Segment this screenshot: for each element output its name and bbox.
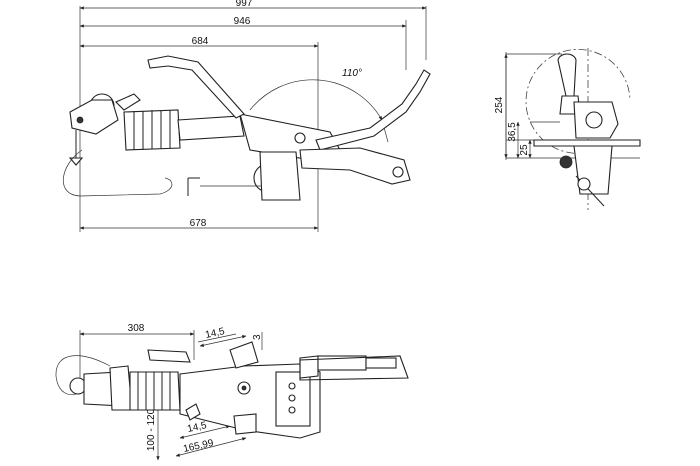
top-bellows xyxy=(129,371,181,411)
dimension-14-5-bottom-label: 14,5 xyxy=(186,420,208,435)
brake-linkage xyxy=(299,147,411,185)
lever-swing-arc xyxy=(525,49,631,154)
dimension-14-5-bottom: 14,5 xyxy=(179,420,231,439)
dimension-946-label: 946 xyxy=(234,16,251,27)
dimension-684: 684 xyxy=(79,36,319,48)
dimension-254: 254 xyxy=(494,53,508,159)
dimension-14-5-top: 14,5 xyxy=(197,326,247,347)
damper-cylinder xyxy=(299,355,409,381)
top-link-upper xyxy=(229,341,259,369)
side-view: 997 946 684 678 110° xyxy=(63,0,431,232)
dimension-678: 678 xyxy=(79,218,319,230)
top-view: 308 14,5 3 210 100 - 120 14,5 xyxy=(55,323,409,461)
dimension-997: 997 xyxy=(79,0,427,10)
dimension-308-label: 308 xyxy=(128,323,145,334)
dimension-14-5-top-label: 14,5 xyxy=(204,326,226,341)
dimension-165-99: 165,99 xyxy=(175,437,247,457)
dimension-254-label: 254 xyxy=(494,96,505,113)
dimension-308: 308 xyxy=(79,323,195,336)
dimension-678-label: 678 xyxy=(190,218,207,229)
dimension-997-label: 997 xyxy=(236,0,253,9)
coupling-head xyxy=(68,93,141,166)
dimension-3: 3 xyxy=(252,332,263,350)
top-link-lower xyxy=(233,413,257,435)
dimension-36-5: 36,5 xyxy=(507,121,520,159)
end-view: 254 36,5 25 xyxy=(494,48,641,210)
handbrake-lever xyxy=(147,55,431,151)
dimension-25-label: 25 xyxy=(519,144,530,156)
top-breakaway-cable xyxy=(55,355,111,395)
top-coupling-head xyxy=(69,365,133,411)
dimension-100-120-label: 100 - 120 xyxy=(146,408,157,451)
dimension-684-label: 684 xyxy=(192,36,209,47)
top-handle xyxy=(147,349,191,363)
dimension-165-99-label: 165,99 xyxy=(182,438,215,455)
end-view-body xyxy=(533,101,641,207)
bellows xyxy=(123,109,181,151)
dimension-946: 946 xyxy=(79,16,407,28)
dimension-36-5-label: 36,5 xyxy=(507,122,518,142)
dimension-3-label: 3 xyxy=(252,334,263,340)
breakaway-cable xyxy=(63,149,262,197)
drawbar-housing xyxy=(177,113,341,201)
angle-110-label: 110° xyxy=(342,68,362,79)
dimension-25: 25 xyxy=(519,139,532,159)
top-frame xyxy=(179,363,321,439)
